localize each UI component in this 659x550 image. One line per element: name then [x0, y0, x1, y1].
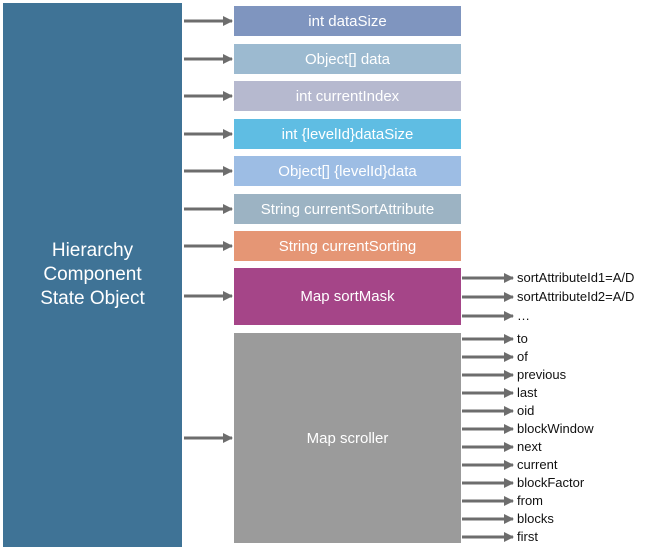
sortmask-key-1: sortAttributeId1=A/D	[517, 270, 635, 285]
scroller-key-from: from	[517, 493, 543, 508]
scroller-key-next: next	[517, 439, 542, 454]
field-int-currentindex: int currentIndex	[234, 81, 461, 111]
scroller-key-previous: previous	[517, 367, 567, 382]
field-string-currentsortattribute: String currentSortAttribute	[234, 194, 461, 224]
scroller-key-first: first	[517, 529, 538, 544]
scroller-key-blockfactor: blockFactor	[517, 475, 585, 490]
field-object-levelid-data: Object[] {levelId}data	[234, 156, 461, 186]
field-int-datasize: int dataSize	[234, 6, 461, 36]
scroller-key-of: of	[517, 349, 528, 364]
map-scroller-box: Map scroller	[234, 333, 461, 543]
field-object-data: Object[] data	[234, 44, 461, 74]
sortmask-key-2: sortAttributeId2=A/D	[517, 289, 635, 304]
scroller-key-blockwindow: blockWindow	[517, 421, 594, 436]
scroller-key-oid: oid	[517, 403, 535, 418]
scroller-key-last: last	[517, 385, 538, 400]
main-object-line-2: Component	[43, 264, 142, 285]
sortmask-key-ellipsis: …	[517, 308, 530, 323]
main-object-line-1: Hierarchy	[51, 240, 134, 261]
field-string-currentsorting: String currentSorting	[234, 231, 461, 261]
scroller-key-current: current	[517, 457, 558, 472]
field-int-levelid-datasize: int {levelId}dataSize	[234, 119, 461, 149]
hierarchy-component-state-object: Hierarchy Component State Object	[3, 3, 182, 547]
map-sortmask-box: Map sortMask	[234, 268, 461, 325]
main-object-line-3: State Object	[40, 288, 145, 309]
scroller-key-blocks: blocks	[517, 511, 554, 526]
scroller-key-to: to	[517, 331, 528, 346]
